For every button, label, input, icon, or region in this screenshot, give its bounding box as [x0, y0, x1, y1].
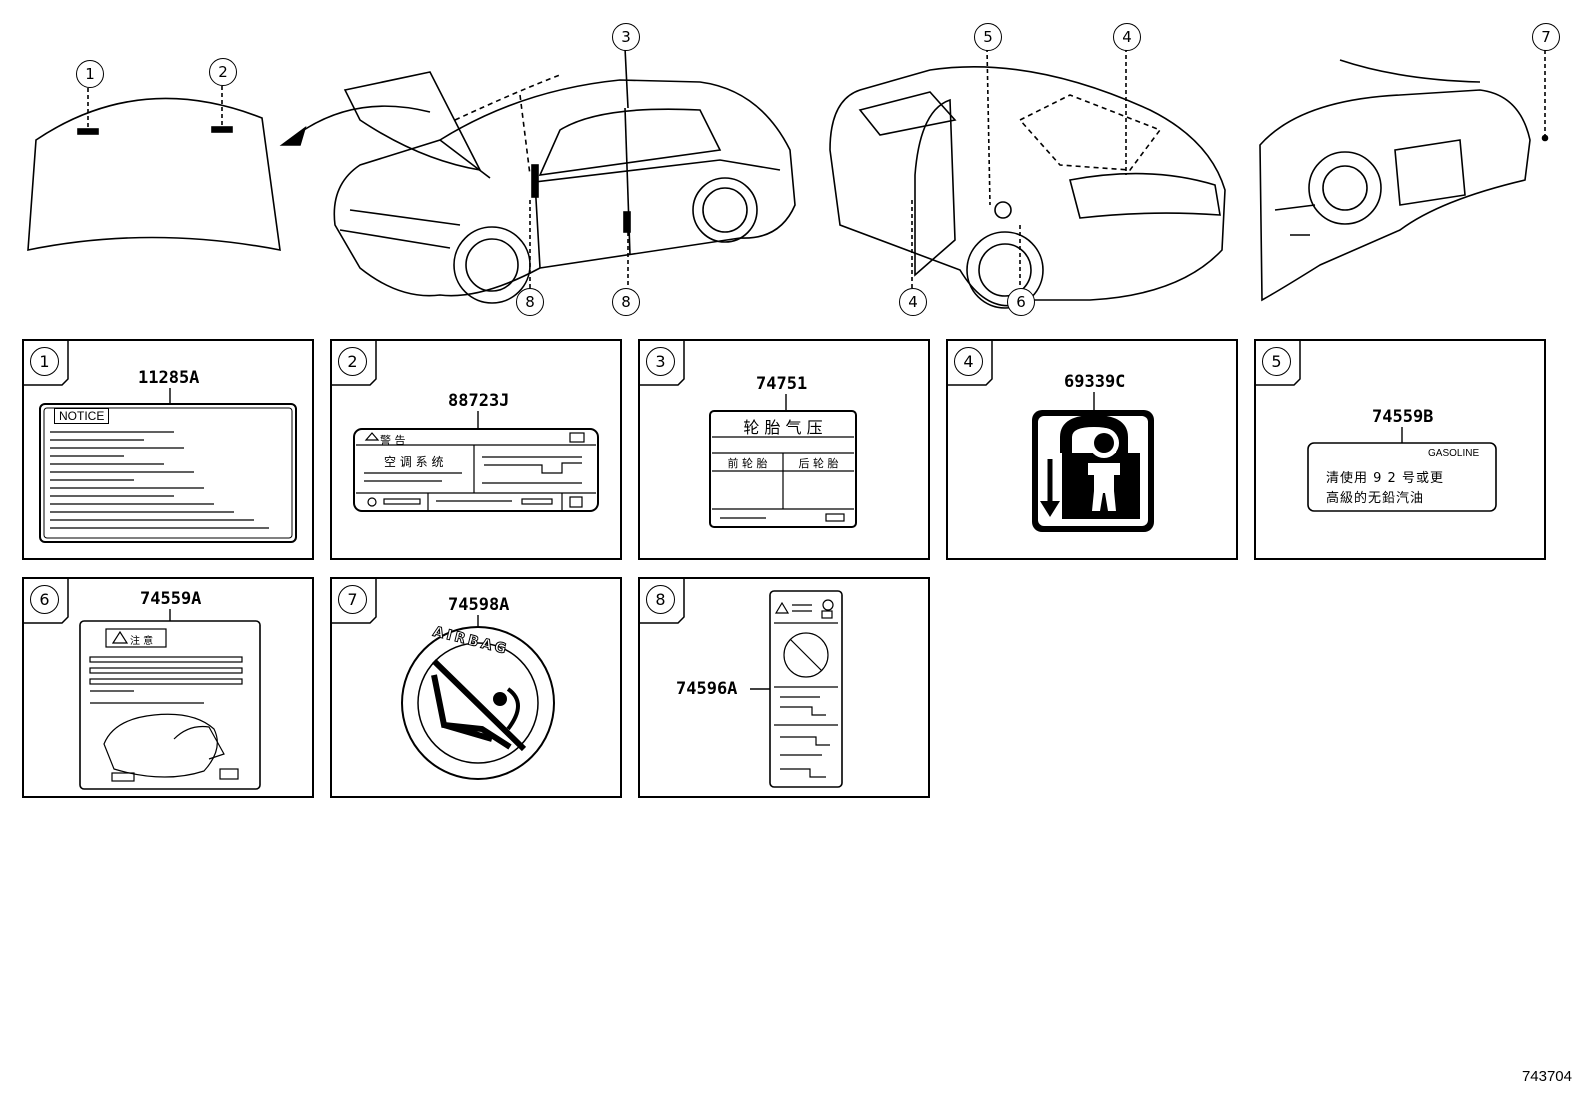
- callout-7[interactable]: 7: [1532, 23, 1560, 51]
- part-number[interactable]: 69339C: [1064, 372, 1126, 392]
- top-illustrations: [27, 47, 1549, 309]
- airbag-warning-icon: [401, 615, 555, 780]
- callout-4-a[interactable]: 4: [1113, 23, 1141, 51]
- caution-label-graphic: [79, 609, 261, 790]
- panel-5: 5 74559B GASOLINE 清使用 9 2 号或更 高級的无鉛汽油: [1254, 339, 1546, 560]
- warning-title: 警 告: [380, 434, 406, 447]
- tire-pressure-label-graphic: [709, 394, 857, 528]
- panel-number: 2: [338, 347, 367, 376]
- rear-tire-label: 后 轮 胎: [798, 457, 839, 470]
- panel-6: 6 74559A 注 意: [22, 577, 314, 798]
- panel-8: 8 74596A: [638, 577, 930, 798]
- airbag-door-label-graphic: [750, 590, 843, 788]
- fuel-instruction-line-2: 高級的无鉛汽油: [1326, 491, 1425, 506]
- part-number[interactable]: 74596A: [676, 679, 738, 699]
- panel-3: 3 74751 轮 胎 气 压 前 轮 胎 后 轮 胎: [638, 339, 930, 560]
- callout-4-b[interactable]: 4: [899, 288, 927, 316]
- panel-number: 5: [1262, 347, 1291, 376]
- fuel-instruction-line-1: 清使用 9 2 号或更: [1326, 471, 1444, 486]
- panel-4: 4 69339C: [946, 339, 1238, 560]
- notice-label-graphic: [39, 388, 297, 543]
- panel-1: 1 11285A NOTICE: [22, 339, 314, 560]
- part-number[interactable]: 11285A: [138, 368, 200, 388]
- panel-number: 8: [646, 585, 675, 614]
- rear-car-drawing: [829, 47, 1226, 309]
- caution-title: 注 意: [130, 636, 154, 647]
- hood-drawing: [27, 86, 431, 251]
- part-number[interactable]: 88723J: [448, 391, 510, 411]
- front-tire-label: 前 轮 胎: [727, 457, 768, 470]
- callout-5[interactable]: 5: [974, 23, 1002, 51]
- part-number[interactable]: 74751: [756, 374, 808, 394]
- dashboard-drawing: [1259, 50, 1549, 302]
- front-car-drawing: [333, 47, 796, 304]
- diagram-id: 743704: [1521, 1068, 1572, 1085]
- part-number[interactable]: 74559B: [1372, 407, 1434, 427]
- callout-2[interactable]: 2: [209, 58, 237, 86]
- callout-8-b[interactable]: 8: [612, 288, 640, 316]
- notice-heading: NOTICE: [54, 408, 110, 424]
- panel-number: 1: [30, 347, 59, 376]
- ac-warning-label-graphic: [353, 411, 599, 512]
- panel-number: 6: [30, 585, 59, 614]
- panel-number: 3: [646, 347, 675, 376]
- callout-6[interactable]: 6: [1007, 288, 1035, 316]
- callout-8-a[interactable]: 8: [516, 288, 544, 316]
- panel-number: 7: [338, 585, 367, 614]
- part-number[interactable]: 74559A: [140, 589, 202, 609]
- tire-pressure-title: 轮 胎 气 压: [743, 418, 823, 437]
- panel-2: 2 88723J 警 告 空 调 系 统: [330, 339, 622, 560]
- callout-3[interactable]: 3: [612, 23, 640, 51]
- part-number[interactable]: 74598A: [448, 595, 510, 615]
- ac-system-text: 空 调 系 统: [384, 455, 444, 469]
- gasoline-text: GASOLINE: [1428, 448, 1480, 459]
- panel-number: 4: [954, 347, 983, 376]
- panel-7: 7 74598A AIRBAG: [330, 577, 622, 798]
- fuel-label-graphic: [1307, 427, 1497, 512]
- child-lock-icon: [1032, 392, 1154, 532]
- callout-1[interactable]: 1: [76, 60, 104, 88]
